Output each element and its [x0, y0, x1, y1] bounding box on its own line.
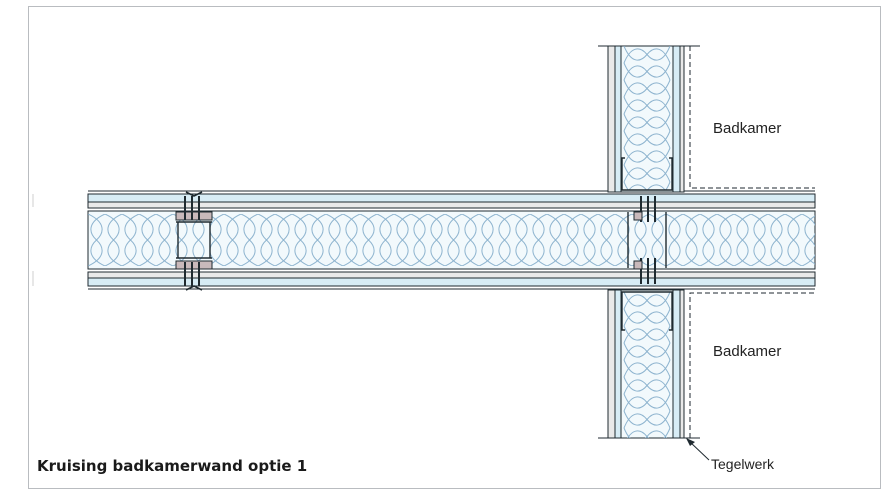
stud-connection-left [175, 191, 213, 291]
tile-layer [689, 46, 815, 438]
drawing-frame [28, 6, 881, 489]
room-label-bottom: Badkamer [713, 343, 782, 360]
tiles-label: Tegelwerk [711, 456, 775, 472]
stud-connection-right [627, 196, 667, 284]
board-top-inner [87, 201, 816, 209]
tiles-leader [686, 438, 710, 461]
horizontal-wall [87, 190, 816, 290]
board-bottom-inner [87, 271, 816, 279]
vertical-wall-top [598, 45, 700, 193]
vertical-wall-bottom [598, 289, 700, 439]
room-label-top: Badkamer [713, 120, 782, 137]
board-bottom-outer [87, 277, 816, 287]
diagram-caption: Kruising badkamerwand optie 1 [37, 457, 308, 475]
